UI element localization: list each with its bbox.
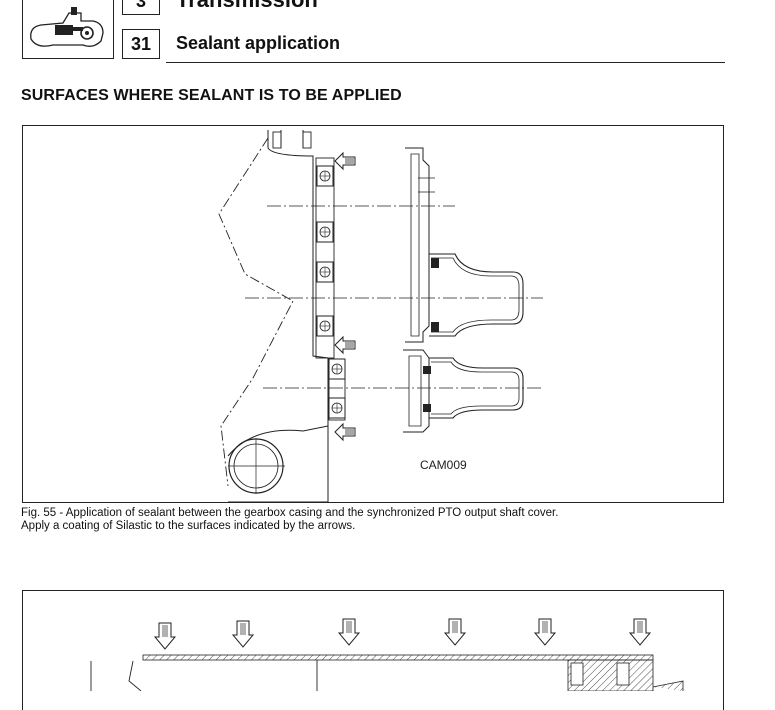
- sealant-drawing: CAM009: [218, 130, 543, 502]
- figure-caption: Fig. 55 - Application of sealant between…: [21, 507, 558, 533]
- section-number-box: 31: [122, 29, 160, 59]
- section-number: 31: [130, 33, 152, 54]
- sealant-arrow-icon: [334, 336, 356, 354]
- sealant-arrow-icon: [629, 618, 651, 646]
- tractor-icon: [30, 7, 104, 47]
- sealant-arrow-icon: [154, 622, 176, 650]
- sealant-arrow-icon: [232, 620, 254, 648]
- technical-drawing-frame: CAM009: [22, 125, 724, 503]
- technical-drawing-frame-2: [22, 590, 724, 710]
- header-rule: [166, 62, 725, 63]
- sealant-arrow-icon: [334, 152, 356, 170]
- chapter-number: 3: [135, 0, 146, 11]
- sealant-arrow-icon: [534, 618, 556, 646]
- caption-line-2: Apply a coating of Silastic to the surfa…: [21, 520, 356, 532]
- caption-line-1: Fig. 55 - Application of sealant between…: [21, 507, 559, 519]
- page-heading: SURFACES WHERE SEALANT IS TO BE APPLIED: [21, 87, 402, 104]
- chapter-title: Transmission: [176, 0, 318, 13]
- sealant-arrow-icon: [334, 423, 356, 441]
- sealant-arrow-icon: [444, 618, 466, 646]
- section-title: Sealant application: [176, 33, 341, 53]
- chapter-number-box: 3: [122, 0, 160, 15]
- tractor-logo-box: [22, 0, 114, 59]
- drawing-code: CAM009: [420, 458, 467, 472]
- sealant-arrow-icon: [338, 618, 360, 646]
- sealant-drawing-2: [90, 618, 684, 691]
